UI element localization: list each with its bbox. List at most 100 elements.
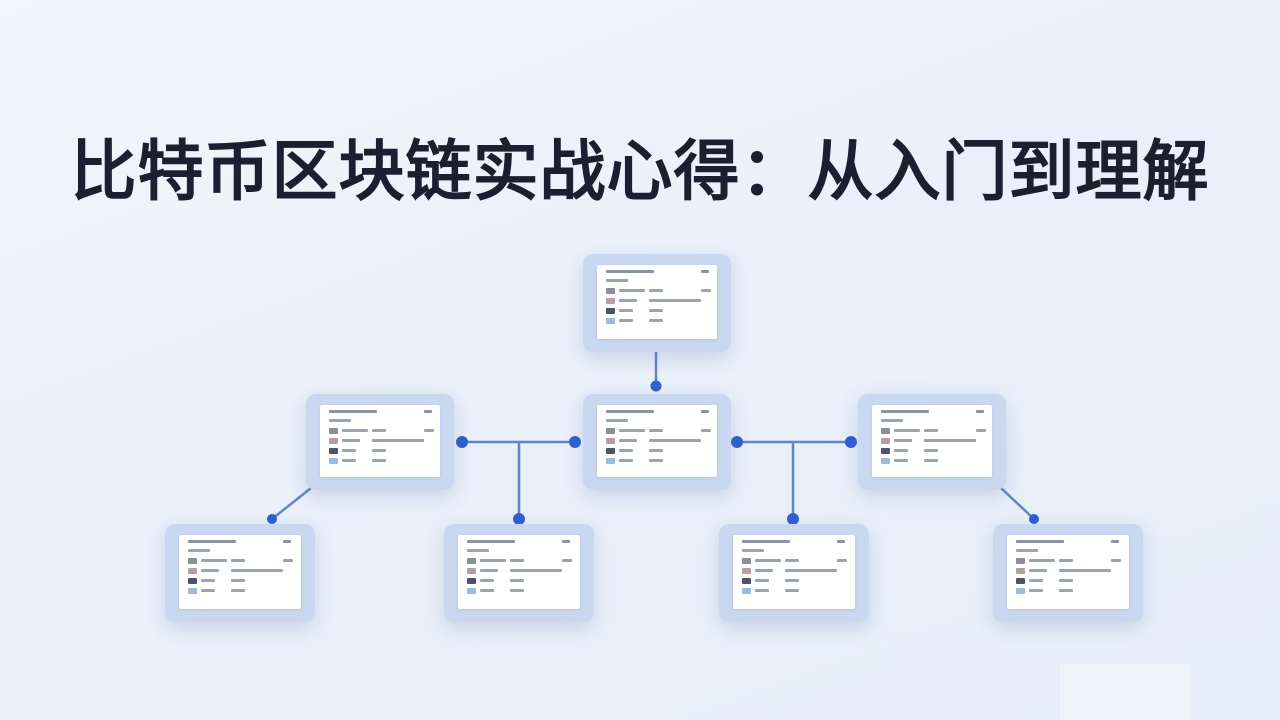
row-swatch: [467, 578, 476, 584]
row-swatch: [467, 588, 476, 594]
text-line: [701, 429, 711, 432]
row-swatch: [606, 458, 615, 464]
text-line: [649, 299, 701, 302]
text-line: [231, 589, 245, 592]
text-line: [649, 459, 663, 462]
text-line: [424, 429, 434, 432]
text-line: [976, 410, 984, 413]
text-line: [976, 429, 986, 432]
block-mid-right: [858, 394, 1006, 490]
row-swatch: [467, 568, 476, 574]
text-line: [510, 559, 524, 562]
text-line: [480, 569, 498, 572]
text-line: [785, 559, 799, 562]
text-line: [649, 449, 663, 452]
block-card: [320, 405, 440, 477]
text-line: [510, 569, 562, 572]
text-line: [1111, 540, 1119, 543]
text-line: [755, 579, 769, 582]
block-card: [872, 405, 992, 477]
background-glare: [1060, 664, 1190, 720]
text-line: [1029, 569, 1047, 572]
text-line: [342, 459, 356, 462]
text-line: [924, 449, 938, 452]
text-line: [201, 569, 219, 572]
text-line: [1016, 540, 1064, 543]
text-line: [562, 540, 570, 543]
text-line: [467, 549, 489, 552]
text-line: [881, 410, 929, 413]
row-swatch: [329, 428, 338, 434]
row-swatch: [1016, 558, 1025, 564]
text-line: [1059, 579, 1073, 582]
text-line: [619, 309, 633, 312]
block-card: [179, 535, 301, 609]
row-swatch: [606, 308, 615, 314]
text-line: [755, 589, 769, 592]
row-swatch: [467, 558, 476, 564]
text-line: [619, 459, 633, 462]
block-card: [733, 535, 855, 609]
text-line: [201, 579, 215, 582]
node-dot: [569, 436, 581, 448]
row-swatch: [742, 558, 751, 564]
text-line: [742, 549, 764, 552]
row-swatch: [742, 588, 751, 594]
text-line: [283, 559, 293, 562]
text-line: [1016, 549, 1038, 552]
row-swatch: [1016, 568, 1025, 574]
text-line: [619, 319, 633, 322]
text-line: [894, 429, 920, 432]
text-line: [1029, 559, 1055, 562]
row-swatch: [1016, 578, 1025, 584]
text-line: [924, 429, 938, 432]
row-swatch: [742, 578, 751, 584]
block-top: [583, 254, 731, 352]
text-line: [619, 449, 633, 452]
text-line: [231, 569, 283, 572]
block-bottom-4: [993, 524, 1143, 622]
text-line: [619, 289, 645, 292]
text-line: [372, 449, 386, 452]
row-swatch: [188, 588, 197, 594]
text-line: [894, 449, 908, 452]
page-title: 比特币区块链实战心得：从入门到理解: [70, 133, 1210, 210]
text-line: [1059, 589, 1073, 592]
text-line: [510, 589, 524, 592]
text-line: [649, 439, 701, 442]
text-line: [619, 429, 645, 432]
text-line: [562, 559, 572, 562]
text-line: [606, 270, 654, 273]
text-line: [785, 589, 799, 592]
text-line: [785, 569, 837, 572]
text-line: [188, 540, 236, 543]
block-bottom-1: [165, 524, 315, 622]
text-line: [606, 410, 654, 413]
node-dot: [787, 513, 799, 525]
row-swatch: [188, 568, 197, 574]
block-bottom-2: [444, 524, 594, 622]
text-line: [188, 549, 210, 552]
block-card: [1007, 535, 1129, 609]
block-bottom-3: [719, 524, 869, 622]
text-line: [510, 579, 524, 582]
block-card: [597, 405, 717, 477]
text-line: [342, 449, 356, 452]
block-card: [597, 265, 717, 339]
text-line: [329, 419, 351, 422]
text-line: [649, 429, 663, 432]
connector-right-bottom4: [1000, 487, 1035, 520]
node-dot: [650, 380, 662, 392]
text-line: [619, 299, 637, 302]
row-swatch: [606, 428, 615, 434]
text-line: [283, 540, 291, 543]
text-line: [342, 439, 360, 442]
node-dot: [731, 436, 743, 448]
node-dot: [267, 514, 277, 524]
text-line: [231, 559, 245, 562]
text-line: [231, 579, 245, 582]
text-line: [881, 419, 903, 422]
row-swatch: [881, 438, 890, 444]
text-line: [742, 540, 790, 543]
